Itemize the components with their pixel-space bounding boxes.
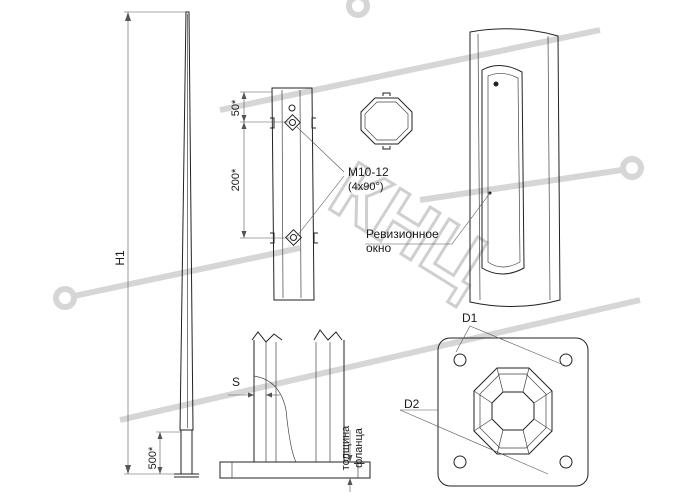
dimension-flange-thickness: толщина фланца	[340, 425, 365, 492]
dimension-500: 500*	[147, 431, 181, 474]
dimension-d1: D1	[455, 311, 567, 367]
dimension-d2: D2	[399, 397, 549, 475]
h1-label: H1	[113, 250, 127, 266]
dimension-h1: H1	[113, 11, 186, 475]
pole-section-bolts	[270, 87, 318, 301]
inspection-window-view	[469, 28, 561, 307]
flange-thickness-label-2: фланца	[353, 427, 365, 468]
watermark-ring-top	[346, 0, 370, 18]
dimension-s: S	[228, 375, 280, 398]
pole-base-sleeve	[180, 429, 193, 475]
lower-bolt-nut	[285, 229, 302, 246]
inspection-window-callout: Ревизионное окно	[365, 192, 491, 255]
flange-bolt-hole-bottom-left	[453, 455, 467, 469]
octagon-cross-section	[360, 92, 413, 150]
pole-base-flange	[219, 329, 371, 479]
flange-plate-outline	[437, 337, 589, 487]
base-500-label: 500*	[147, 446, 159, 469]
watermark-ring-right	[620, 156, 644, 180]
inspection-window-frame	[481, 65, 525, 275]
dim-50-label: 50*	[230, 99, 242, 116]
bolt-size-label: M10-12	[348, 165, 389, 179]
d1-label: D1	[462, 311, 478, 325]
flange-thickness-label-1: толщина	[340, 425, 352, 470]
flange-bolt-hole-bottom-right	[559, 455, 573, 469]
pole-elevation	[174, 11, 199, 478]
flange-inner-octagon	[491, 391, 535, 431]
inspection-window-label-2: окно	[366, 241, 392, 255]
dim-200-label: 200*	[230, 168, 242, 191]
base-flange-plate	[219, 461, 371, 479]
watermark-ring-left	[53, 286, 77, 310]
window-fastener-hole	[493, 81, 499, 87]
upper-hole	[288, 104, 296, 112]
dimension-bolt-spacing: 50* 200*	[230, 91, 290, 239]
watermark: КНЦ	[53, 0, 644, 423]
flange-plan-view	[437, 337, 589, 487]
inspection-window-label-1: Ревизионное	[366, 227, 439, 241]
bolt-count-label: (4x90°)	[348, 181, 384, 193]
flange-outer-octagon	[473, 367, 553, 455]
stiffener-rib	[253, 375, 297, 463]
bolt-callout: M10-12 (4x90°)	[295, 125, 389, 237]
flange-bolt-hole-top-left	[453, 353, 467, 367]
s-label: S	[232, 375, 240, 389]
d2-label: D2	[404, 397, 420, 411]
